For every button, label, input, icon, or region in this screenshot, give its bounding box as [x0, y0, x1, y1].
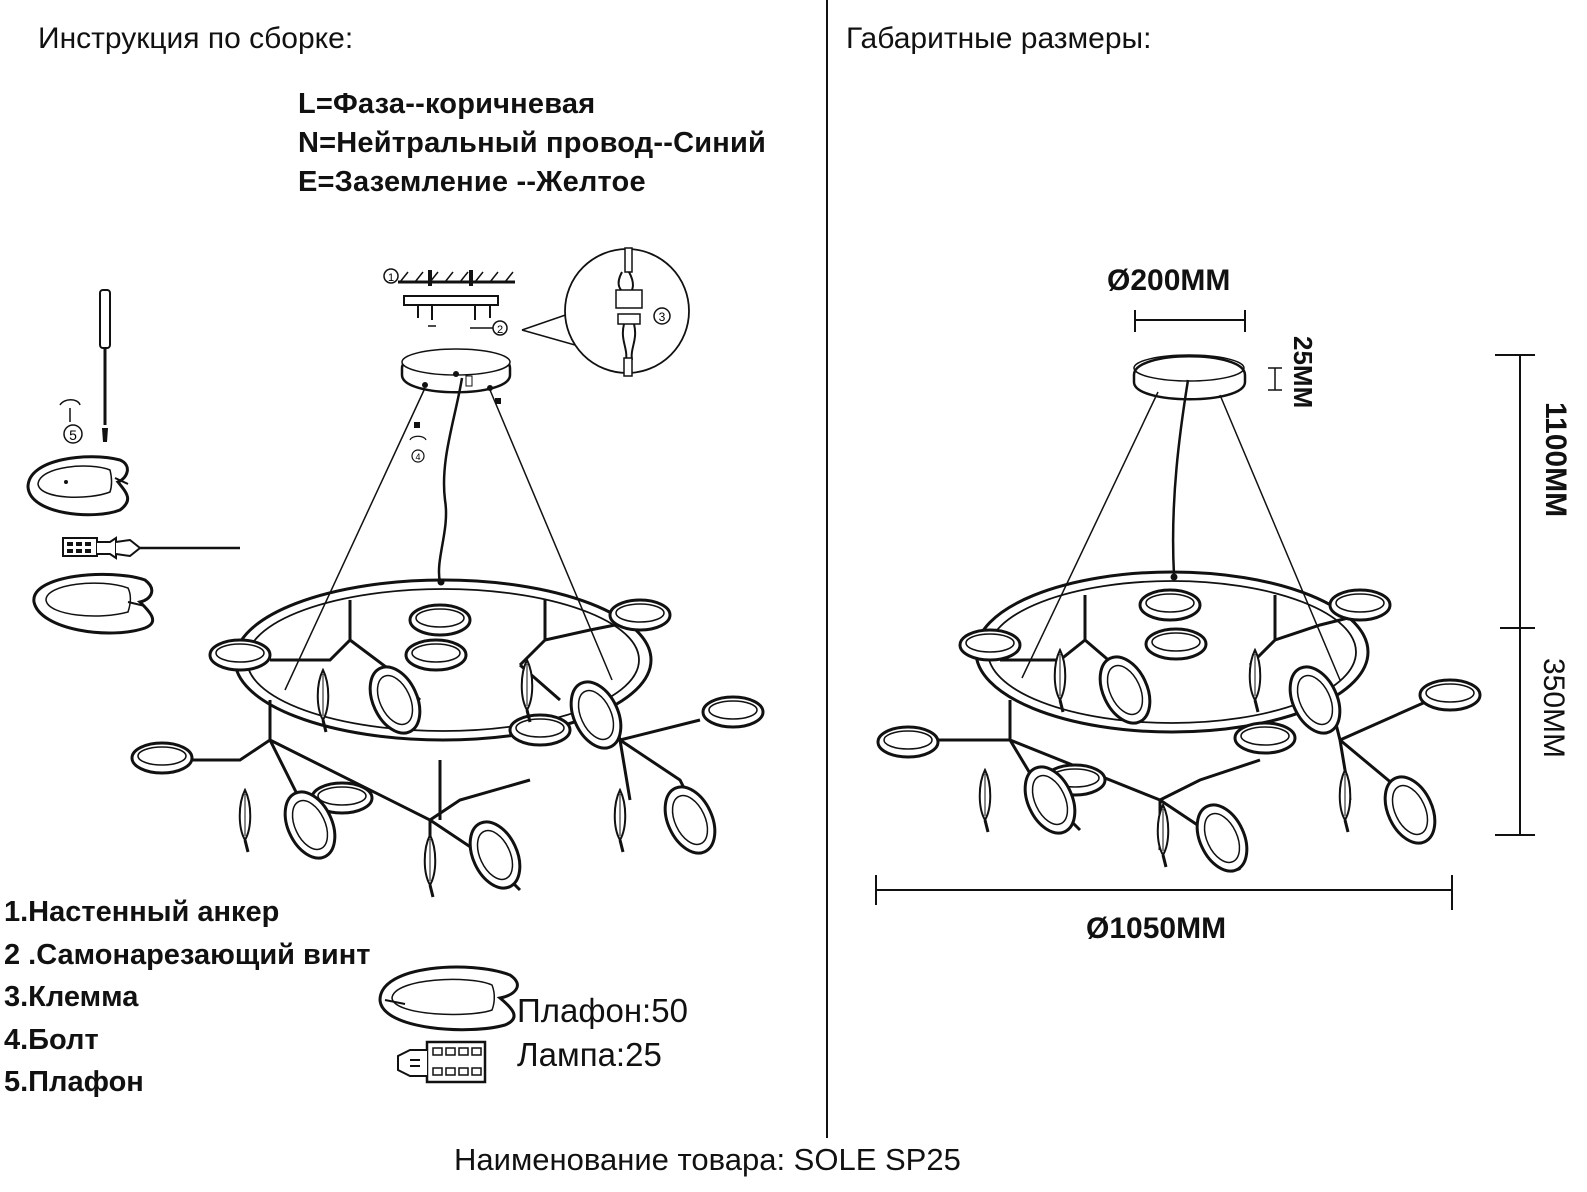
right-shade-12 [1373, 767, 1447, 853]
canopy-height-dimension-line [1268, 367, 1282, 391]
left-leaf-4 [423, 833, 437, 899]
shade-part-lower-icon [32, 572, 155, 635]
callout-5-number: 5 [69, 427, 77, 443]
right-shade-9 [1088, 647, 1162, 733]
left-shade-9 [358, 657, 432, 743]
panel-divider [826, 0, 828, 1138]
right-shade-4 [1328, 588, 1392, 622]
ceiling-anchor-icon: 1 2 [383, 268, 515, 336]
height-dimension-line [1495, 354, 1535, 836]
right-shade-5 [876, 725, 940, 759]
left-leaf-1 [316, 668, 330, 734]
chandelier-right-icon [910, 354, 1432, 871]
canopy-diameter-label: Ø200MM [1107, 264, 1231, 297]
screwdriver-icon [99, 289, 111, 442]
canopy-dimension-line [1134, 310, 1246, 332]
right-leaf-2 [1248, 648, 1262, 714]
left-shade-4 [608, 598, 672, 632]
shade-part-icon [26, 455, 130, 517]
canopy-icon: 4 [400, 348, 512, 463]
right-shade-7 [1233, 721, 1297, 755]
left-shade-1 [408, 603, 472, 637]
left-leaf-5 [613, 788, 627, 854]
right-shade-1 [1138, 588, 1202, 622]
lamp-count-icon [397, 1040, 487, 1084]
part-4-label: 4.Болт [4, 1024, 99, 1056]
left-shade-12 [653, 777, 727, 863]
wiring-line-n: N=Нейтральный провод--Синий [298, 127, 767, 159]
right-leaf-1 [1053, 648, 1067, 714]
callout-1-number: 1 [388, 272, 394, 284]
diameter-label: Ø1050MM [1086, 912, 1227, 945]
right-shade-13 [1185, 795, 1259, 881]
left-shade-13 [458, 812, 532, 898]
diameter-dimension-line [875, 875, 1453, 910]
left-shade-7 [508, 713, 572, 747]
right-shade-3 [958, 628, 1022, 662]
right-leaf-5 [1338, 768, 1352, 834]
left-shade-2 [404, 638, 468, 672]
left-leaf-3 [238, 788, 252, 854]
callout-4-number: 4 [415, 452, 420, 462]
part-2-label: 2 .Самонарезающий винт [4, 939, 371, 971]
product-name: Наименование товара: SOLE SP25 [454, 1142, 961, 1177]
lamp-count: Лампа:25 [517, 1036, 662, 1073]
terminal-detail-icon: 3 [521, 247, 690, 377]
callout-2-number: 2 [497, 324, 503, 336]
callout-5-icon: 5 [59, 399, 83, 444]
lamp-module-icon [62, 536, 240, 560]
wiring-line-e: E=Заземление --Желтое [298, 166, 646, 198]
wiring-line-l: L=Фаза--коричневая [298, 88, 596, 120]
left-leaf-2 [520, 658, 534, 724]
left-shade-5 [130, 741, 194, 775]
part-5-label: 5.Плафон [4, 1066, 144, 1098]
right-shade-6 [1418, 678, 1482, 712]
part-1-label: 1.Настенный анкер [4, 896, 280, 928]
assembly-title: Инструкция по сборке: [38, 22, 354, 55]
dimensions-title: Габаритные размеры: [846, 22, 1152, 55]
left-shade-6 [701, 695, 765, 729]
shade-count: Плафон:50 [517, 992, 688, 1029]
right-leaf-4 [1156, 803, 1170, 869]
part-3-label: 3.Клемма [4, 981, 139, 1013]
left-shade-3 [208, 638, 272, 672]
right-shade-2 [1144, 627, 1208, 661]
right-leaf-3 [978, 768, 992, 834]
callout-3-number: 3 [659, 310, 666, 324]
shade-count-icon [378, 965, 519, 1032]
